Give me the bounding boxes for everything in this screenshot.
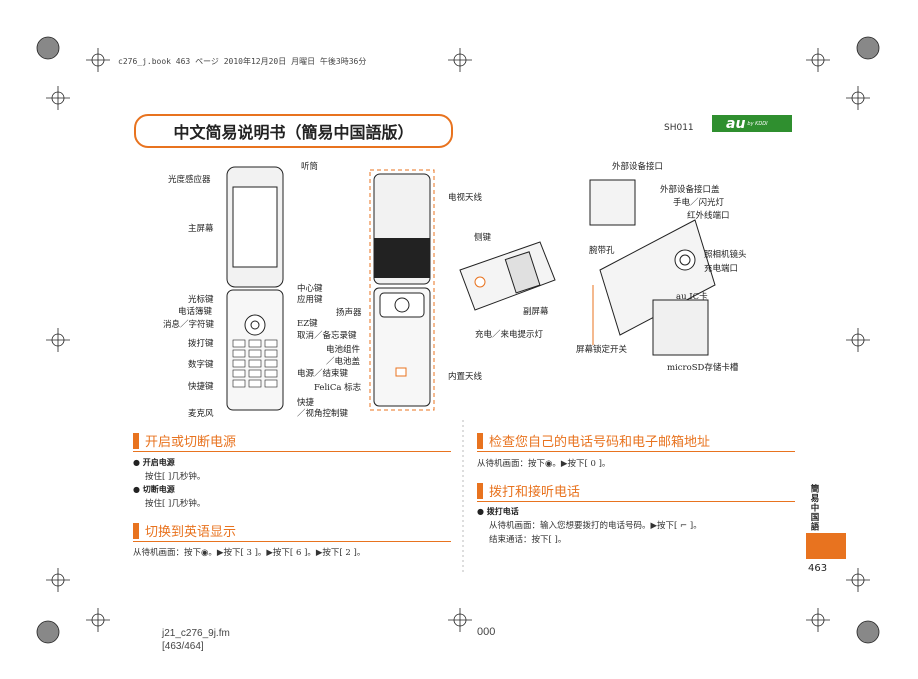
label-main-screen: 主屏幕	[188, 224, 214, 234]
au-logo: au by KDDI	[712, 115, 792, 132]
label-speaker: 扬声器	[336, 308, 362, 318]
bullet-power-on: ● 开启电源	[133, 458, 175, 467]
label-power-key: 电源／结束键	[297, 369, 349, 379]
label-flash: 手电／闪光灯	[673, 198, 725, 208]
section-check-rule	[477, 451, 795, 452]
footer-code: 000	[477, 626, 496, 638]
book-info: c276_j.book 463 ページ 2010年12月20日 月曜日 午後3時…	[118, 57, 367, 66]
english-text: 从待机画面：按下◉。▶按下[ 3 ]。▶按下[ 6 ]。▶按下[ 2 ]。	[133, 548, 366, 558]
label-infrared: 红外线端口	[687, 211, 730, 221]
section-english-rule	[133, 541, 451, 542]
crosshair-top-left-2	[46, 86, 70, 110]
crosshair-top-right-2	[846, 86, 870, 110]
label-charge-led: 充电／来电提示灯	[475, 330, 544, 340]
crosshair-bottom-left-1	[46, 568, 70, 592]
section-call-title: 拨打和接听电话	[477, 481, 580, 500]
section-power-rule	[133, 451, 451, 452]
label-internal-antenna: 内置天线	[448, 372, 483, 382]
label-screen-lock: 屏幕锁定开关	[576, 345, 628, 355]
section-bar	[133, 432, 139, 449]
label-side-key: 侧键	[474, 233, 492, 243]
crop-target-bottom-left	[36, 620, 60, 644]
label-microsd: microSD存储卡槽	[667, 363, 739, 373]
label-quick: 快捷	[297, 398, 315, 408]
call-sub-title: 拨打电话	[486, 507, 519, 516]
page-number: 463	[808, 563, 828, 574]
label-phonebook-key: 电话簿键	[178, 307, 213, 317]
label-ez-key: EZ键	[297, 319, 318, 329]
label-sub-screen: 副屏幕	[523, 307, 549, 317]
crosshair-bottom-left-2	[86, 608, 110, 632]
au-logo-sub: by KDDI	[747, 120, 768, 127]
label-battery-cover: ／电池盖	[326, 357, 361, 367]
call-text-2: 结束通话：按下[ ]。	[489, 535, 567, 545]
label-message-key: 消息／字符键	[163, 320, 215, 330]
section-english-title: 切换到英语显示	[133, 521, 236, 540]
power-off-title: 切断电源	[142, 485, 175, 494]
label-ext-port-cover: 外部设备接口盖	[660, 185, 720, 195]
section-english-title-text: 切换到英语显示	[145, 525, 237, 540]
bullet-call: ● 拨打电话	[477, 507, 519, 516]
footer-file: j21_c276_9j.fm	[162, 628, 230, 639]
phone-front-illustration	[226, 166, 284, 411]
label-tv-antenna: 电视天线	[448, 193, 483, 203]
label-cursor-key: 光标键	[188, 295, 214, 305]
section-check-title-text: 检查您自己的电话号码和电子邮箱地址	[489, 435, 711, 450]
phone-back-illustration	[369, 169, 435, 411]
bullet-power-off: ● 切断电源	[133, 485, 175, 494]
crosshair-bottom-right-2	[846, 568, 870, 592]
section-power-title-text: 开启或切断电源	[145, 435, 237, 450]
label-center-key: 中心键	[297, 284, 323, 294]
label-view-control: ／视角控制键	[297, 409, 349, 419]
crosshair-mid-right	[846, 328, 870, 352]
label-au-ic: au IC卡	[676, 292, 708, 302]
power-on-title: 开启电源	[142, 458, 175, 467]
crop-target-bottom-right	[856, 620, 880, 644]
label-app-key: 应用键	[297, 295, 323, 305]
side-tab-marker	[806, 533, 846, 559]
check-text: 从待机画面：按下◉。▶按下[ 0 ]。	[477, 459, 611, 469]
section-call-title-text: 拨打和接听电话	[489, 485, 581, 500]
label-shortcut-keys: 快捷键	[188, 382, 214, 392]
label-number-keys: 数字键	[188, 360, 214, 370]
au-logo-text: au	[726, 115, 746, 132]
phone-closed-illustration	[459, 241, 556, 311]
call-text-1: 从待机画面：输入您想要拨打的电话号码。▶按下[ ⌐ ]。	[489, 521, 702, 531]
label-felica: FeliCa 标志	[314, 383, 362, 393]
power-on-text: 按住[ ]几秒钟。	[145, 472, 206, 482]
label-strap: 腕带孔	[589, 246, 615, 256]
crosshair-top-left-1	[86, 48, 110, 72]
label-microphone: 麦克风	[188, 409, 214, 419]
section-call-rule	[477, 501, 795, 502]
label-camera: 照相机镜头	[704, 250, 747, 260]
power-off-text: 按住[ ]几秒钟。	[145, 499, 206, 509]
crosshair-mid-left	[46, 328, 70, 352]
label-charge-port: 充电端口	[704, 264, 739, 274]
footer-pages: [463/464]	[162, 641, 204, 652]
page-title: 中文简易说明书（簡易中国語版）	[134, 114, 453, 148]
crosshair-bottom-center	[448, 608, 472, 632]
section-bar	[477, 432, 483, 449]
label-cancel-key: 取消／备忘录键	[297, 331, 357, 341]
crosshair-top-center	[448, 48, 472, 72]
section-check-title: 检查您自己的电话号码和电子邮箱地址	[477, 431, 710, 450]
side-tab-text: 簡易中国語	[809, 484, 819, 532]
label-ext-port: 外部设备接口	[612, 162, 664, 172]
section-bar	[477, 482, 483, 499]
crosshair-top-right-1	[806, 48, 830, 72]
label-dial-key: 拨打键	[188, 339, 214, 349]
page-title-text: 中文简易说明书（簡易中国語版）	[173, 123, 414, 142]
crop-target-top-left	[36, 36, 60, 60]
label-light-sensor: 光度感应器	[168, 175, 211, 185]
section-bar	[133, 522, 139, 539]
crosshair-bottom-right-1	[806, 608, 830, 632]
crop-target-top-right	[856, 36, 880, 60]
section-power-title: 开启或切断电源	[133, 431, 236, 450]
label-battery: 电池组件	[326, 345, 361, 355]
phone-side-illustration	[589, 179, 716, 356]
model-name: SH011	[664, 123, 694, 133]
label-listen: 听筒	[301, 162, 319, 172]
